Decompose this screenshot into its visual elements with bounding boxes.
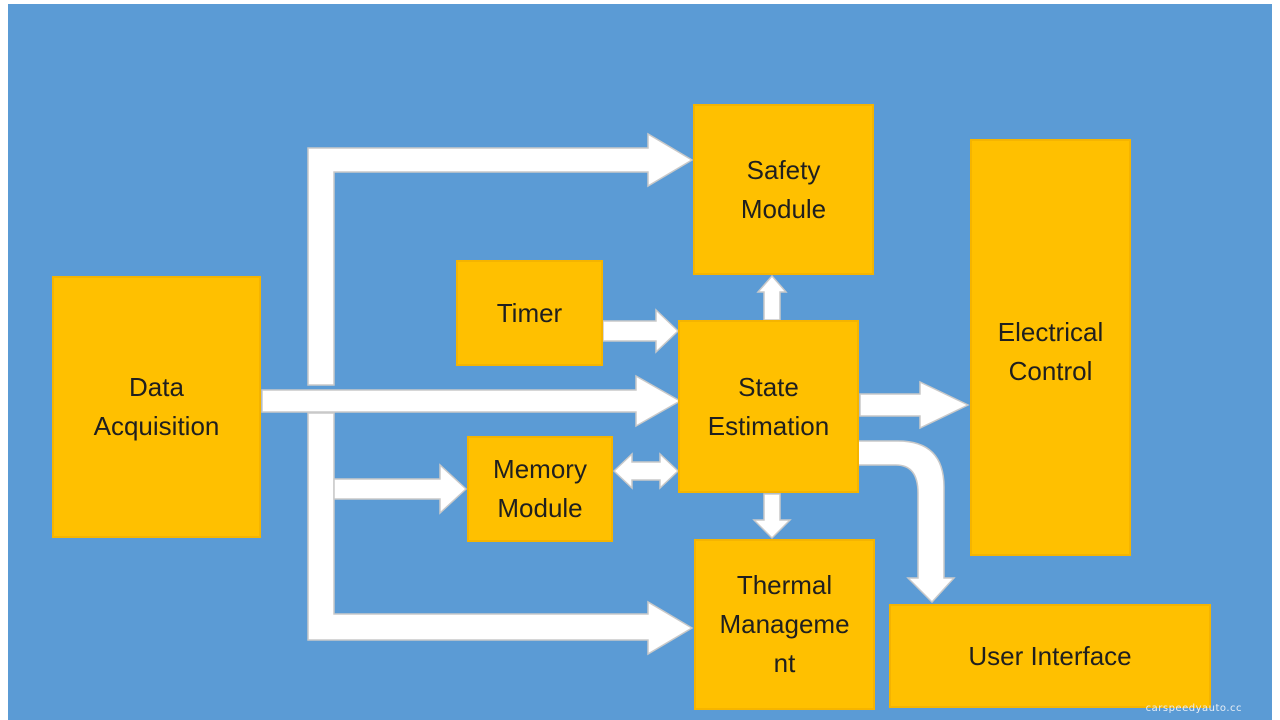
user-interface-block: User Interface [889,604,1211,708]
data-acquisition-block: Data Acquisition [52,276,261,538]
arrow-data-to-state [261,374,682,428]
watermark-text: carspeedyauto.cc [1145,703,1242,714]
arrow-state-to-thermal [752,493,792,540]
arrow-data-to-thermal [307,412,694,656]
thermal-management-block: Thermal Manageme nt [694,539,875,710]
arrow-data-to-safety [307,132,694,386]
arrow-state-to-ui [855,440,956,604]
arrow-timer-to-state [602,308,680,354]
timer-block: Timer [456,260,603,366]
safety-module-block: Safety Module [693,104,874,275]
arrow-data-to-memory [333,463,468,515]
arrow-state-to-electrical [859,380,970,430]
memory-module-block: Memory Module [467,436,613,542]
arrow-state-to-safety [756,274,788,321]
electrical-control-block: Electrical Control [970,139,1131,556]
arrow-state-memory-bidirectional [612,452,680,490]
state-estimation-block: State Estimation [678,320,859,493]
